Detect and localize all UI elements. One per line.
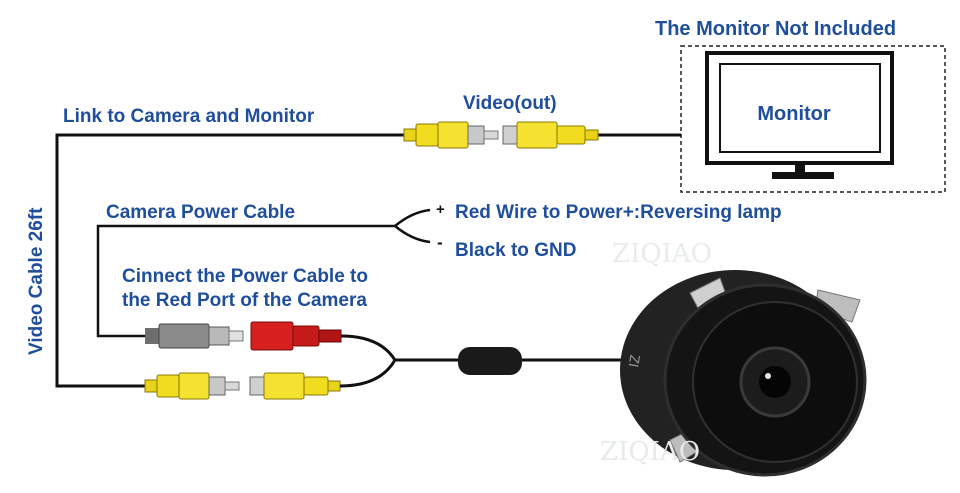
power-fork-red xyxy=(394,208,431,227)
video-cable-label: Video Cable 26ft xyxy=(26,207,47,355)
monitor-dashed-box xyxy=(680,45,946,193)
monitor-screen-inner xyxy=(719,63,881,153)
camera-power-cable-label: Camera Power Cable xyxy=(106,202,295,223)
top-rca-male-plug xyxy=(403,121,499,149)
camera-lens-glint xyxy=(765,373,771,379)
power-cable-run xyxy=(96,224,395,338)
camera-cable-merge-bottom xyxy=(339,359,397,388)
monitor-neck xyxy=(795,163,805,173)
bottom-rca-male-plug xyxy=(144,372,240,400)
camera-cable-merge-top xyxy=(340,334,397,361)
connect-power-line2: the Red Port of the Camera xyxy=(122,290,367,311)
monitor-stand xyxy=(772,172,834,179)
camera-lens-inner xyxy=(759,366,791,398)
bottom-rca-female-plug xyxy=(249,372,341,400)
plus-sign: + xyxy=(436,201,445,218)
power-fork-black xyxy=(394,225,431,244)
watermark-bottom: ZIQIAO xyxy=(600,437,700,467)
red-power-socket xyxy=(250,321,342,351)
cable-ferrite-bead xyxy=(458,347,522,375)
monitor-group: Monitor xyxy=(680,45,946,193)
top-rca-female-plug xyxy=(502,121,599,149)
camera-marking: IZ xyxy=(625,353,643,368)
red-wire-label: Red Wire to Power+:Reversing lamp xyxy=(455,202,782,223)
watermark-top: ZIQIAO xyxy=(612,239,712,269)
monitor-not-included-label: The Monitor Not Included xyxy=(655,18,896,40)
video-out-label: Video(out) xyxy=(463,93,557,114)
black-gnd-label: Black to GND xyxy=(455,240,576,261)
gray-power-plug xyxy=(145,323,244,349)
video-cable xyxy=(55,133,681,388)
connect-power-line1: Cinnect the Power Cable to xyxy=(122,266,368,287)
video-cable-top-run xyxy=(55,133,405,388)
camera: IZ xyxy=(620,270,867,477)
camera-cable xyxy=(339,334,640,388)
monitor-label: Monitor xyxy=(757,103,831,125)
power-cable xyxy=(96,208,431,338)
minus-sign: - xyxy=(437,233,443,252)
link-camera-monitor-label: Link to Camera and Monitor xyxy=(63,106,315,127)
